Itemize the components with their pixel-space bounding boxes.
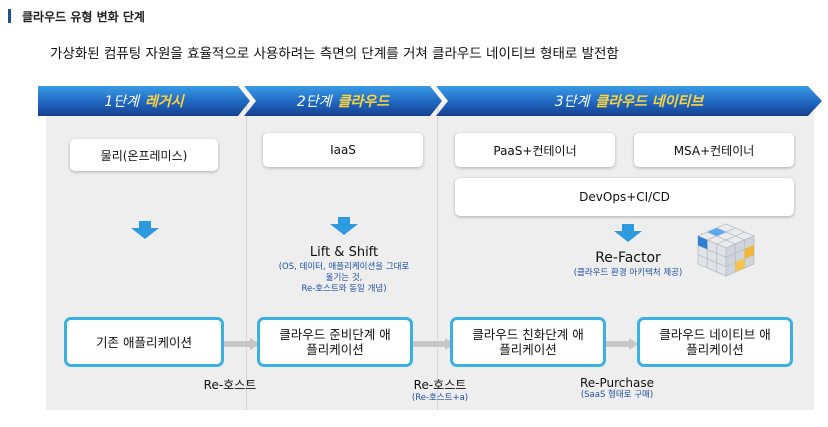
stage-step-2: 2단계 (296, 94, 332, 110)
repurchase-title: Re-Purchase (579, 376, 654, 390)
down-arrow-icon (131, 221, 159, 239)
section-title: 클라우드 유형 변화 단계 (22, 10, 145, 24)
app-legacy: 기존 애플리케이션 (64, 317, 224, 367)
stage-divider (437, 104, 438, 410)
lift-shift-desc-3: Re-호스트와 동일 개념) (301, 284, 387, 294)
app-cloud-native-line-2: 플리케이션 (686, 342, 744, 357)
rehost-1-title: Re-호스트 (203, 378, 257, 392)
refactor-title: Re-Factor (595, 250, 661, 266)
flow-label-rehost-1: Re-호스트 (190, 376, 270, 393)
card-devops: DevOps+CI/CD (455, 178, 794, 216)
down-arrow-icon (330, 217, 358, 235)
app-cloud-ready-line-2: 플리케이션 (306, 342, 364, 357)
app-cloud-friendly-line-2: 플리케이션 (499, 342, 557, 357)
cube-icon (696, 222, 756, 278)
stage-step-1: 1단계 (104, 94, 140, 110)
card-paas: PaaS+컨테이너 (455, 133, 615, 167)
repurchase-desc: (SaaS 형태로 구매) (580, 390, 654, 400)
rehost-2-desc: (Re-호스트+a) (411, 393, 469, 403)
refactor-label: Re-Factor (클라우드 환경 아키텍처 제공) (538, 250, 718, 279)
flow-label-rehost-2: Re-호스트 (Re-호스트+a) (390, 376, 490, 404)
stage-step-3: 3단계 (554, 94, 590, 110)
app-cloud-native-line-1: 클라우드 네이티브 애 (659, 327, 771, 342)
card-on-premise: 물리(온프레미스) (70, 139, 218, 171)
app-cloud-ready-line-1: 클라우드 준비단계 애 (279, 327, 391, 342)
rehost-2-title: Re-호스트 (413, 378, 467, 392)
app-cloud-ready: 클라우드 준비단계 애 플리케이션 (257, 317, 413, 367)
stage-divider (246, 104, 247, 410)
lift-shift-desc-2: 옮기는 것, (325, 273, 363, 283)
stage-name-3: 클라우드 네이티브 (595, 94, 704, 110)
section-marker (8, 9, 11, 23)
stage-name-2: 클라우드 (337, 94, 390, 110)
lift-shift-desc-1: (OS, 데이터, 애플리케이션을 그대로 (278, 262, 410, 272)
refactor-desc: (클라우드 환경 아키텍처 제공) (573, 268, 683, 278)
card-iaas: IaaS (263, 133, 423, 167)
stage-banner-3: 3단계 클라우드 네이티브 (436, 86, 822, 116)
app-cloud-friendly-line-1: 클라우드 친화단계 애 (472, 327, 584, 342)
card-msa: MSA+컨테이너 (634, 133, 794, 167)
down-arrow-icon (614, 224, 642, 242)
stage-name-1: 레거시 (145, 94, 184, 110)
stage-banner-1: 1단계 레거시 (38, 86, 250, 116)
flow-label-repurchase: Re-Purchase (SaaS 형태로 구매) (562, 376, 672, 401)
app-legacy-line-1: 기존 애플리케이션 (96, 334, 192, 350)
page-subtitle: 가상화된 컴퓨팅 자원을 효율적으로 사용하려는 측면의 단계를 거쳐 클라우드… (50, 46, 619, 62)
stage-banner-2: 2단계 클라우드 (244, 86, 442, 116)
app-cloud-native: 클라우드 네이티브 애 플리케이션 (637, 317, 793, 367)
right-arrow-icon (601, 335, 639, 350)
app-cloud-friendly: 클라우드 친화단계 애 플리케이션 (450, 317, 606, 367)
lift-shift-title: Lift & Shift (309, 245, 379, 260)
lift-shift-label: Lift & Shift (OS, 데이터, 애플리케이션을 그대로 옮기는 것… (264, 245, 424, 295)
right-arrow-icon (409, 335, 455, 350)
right-arrow-icon (222, 335, 260, 350)
